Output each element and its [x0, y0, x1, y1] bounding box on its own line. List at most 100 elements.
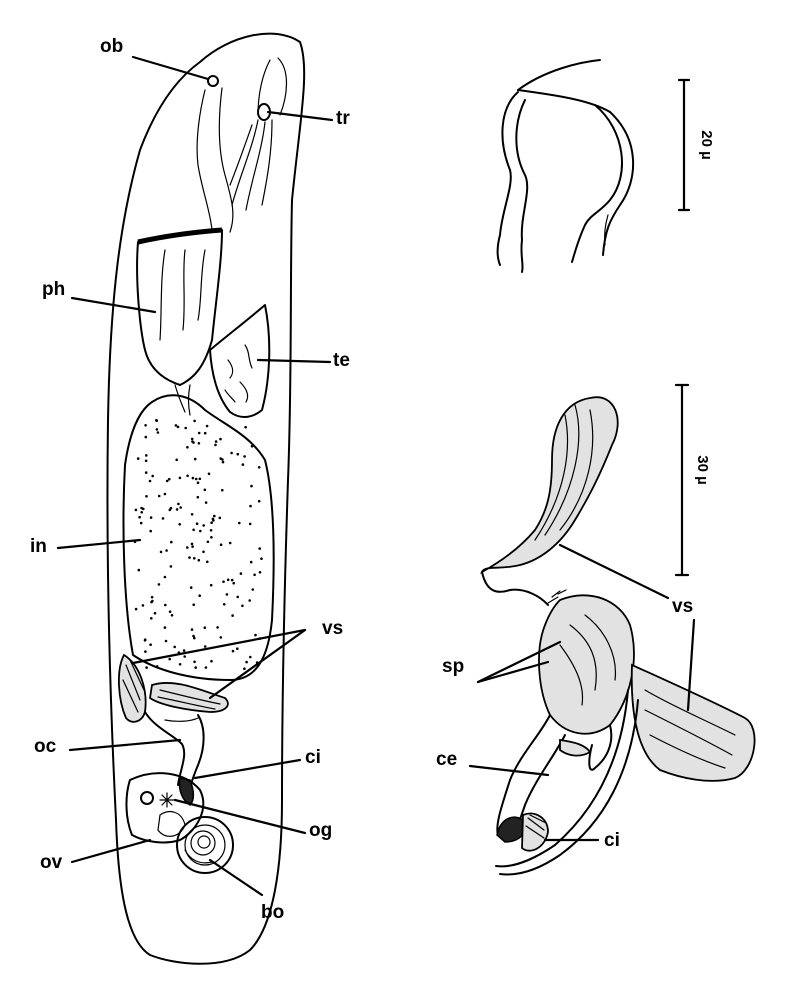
intestine-dot	[218, 516, 222, 520]
intestine-dot	[219, 543, 223, 546]
intestine-dot	[155, 428, 159, 431]
intestine-dots	[133, 418, 263, 670]
intestine-dot	[179, 506, 182, 509]
intestine-dot	[134, 508, 138, 512]
intestine-dot	[231, 614, 234, 617]
intestine-dot	[144, 435, 148, 439]
intestine-dot	[193, 557, 196, 560]
intestine-dot	[178, 476, 182, 480]
label-ob: ob	[100, 36, 123, 57]
intestine-dot	[210, 536, 213, 539]
intestine-dot	[145, 454, 148, 457]
intestine-dot	[190, 628, 194, 631]
intestine-dot	[153, 611, 157, 615]
label-og: og	[309, 820, 332, 841]
intestine-dot	[197, 558, 201, 562]
intestine-dot	[191, 476, 195, 480]
label-ce: ce	[436, 749, 457, 770]
intestine-dot	[136, 457, 140, 460]
body-drawing	[56, 32, 334, 965]
intestine-dot	[221, 488, 224, 492]
intestine-dot	[205, 424, 209, 428]
intestine-dot	[144, 459, 148, 463]
intestine-dot	[221, 460, 225, 464]
intestine-dot	[206, 540, 210, 544]
intestine-dot	[206, 560, 209, 564]
intestine-dot	[225, 593, 229, 596]
intestine-dot	[143, 639, 147, 642]
intestine-dot	[144, 424, 147, 427]
intestine-dot	[238, 521, 241, 525]
intestine-dot	[155, 665, 159, 668]
intestine-dot	[190, 437, 194, 441]
intestine-dot	[197, 442, 201, 445]
intestine-dot	[191, 440, 194, 443]
intestine-dot	[168, 477, 171, 481]
intestine-dot	[175, 508, 179, 511]
intestine-dot	[193, 419, 196, 423]
intestine-dot	[226, 578, 230, 582]
intestine-dot	[157, 494, 161, 498]
intestine-dot	[134, 607, 138, 611]
intestine-dot	[249, 655, 252, 659]
intestine-dot	[170, 540, 173, 544]
intestine-dot	[207, 472, 211, 476]
intestine-dot	[236, 595, 239, 599]
intestine-dot	[149, 516, 153, 519]
intestine-dot	[260, 557, 263, 560]
intestine-dot	[186, 474, 189, 478]
intestine-dot	[193, 636, 196, 640]
intestine-dot	[140, 511, 143, 514]
intestine-dot	[163, 492, 167, 496]
intestine-dot	[243, 455, 246, 458]
intestine-dot	[149, 643, 152, 646]
intestine-dot	[183, 655, 186, 658]
intestine-dot	[151, 599, 154, 603]
intestine-dot	[193, 457, 197, 461]
intestine-dot	[258, 571, 262, 574]
intestine-dot	[214, 443, 217, 447]
intestine-dot	[150, 595, 154, 599]
intestine-dot	[170, 614, 174, 617]
intestine-dot	[203, 645, 207, 648]
ob-organ	[207, 75, 219, 87]
ov-organ	[125, 772, 205, 844]
intestine-dot	[144, 471, 148, 474]
intestine-dot	[232, 581, 235, 585]
intestine-dot	[184, 426, 187, 430]
intestine-dot	[168, 610, 172, 613]
intestine-dot	[159, 550, 163, 554]
intestine-dot	[230, 578, 234, 582]
intestine-dot	[192, 634, 195, 638]
intestine-dot	[137, 568, 141, 572]
intestine-dot	[190, 542, 194, 546]
intestine-dot	[165, 549, 168, 552]
intestine-dot	[198, 594, 201, 597]
intestine-dot	[257, 499, 261, 503]
intestine-dot	[186, 446, 189, 449]
intestine-dot	[211, 517, 215, 521]
intestine-dot	[202, 524, 205, 527]
intestine-dot	[203, 626, 207, 629]
intestine-dot	[219, 636, 223, 639]
ci-left-organ	[178, 777, 195, 806]
intestine-dot	[163, 626, 167, 629]
intestine-dot	[203, 488, 207, 492]
scale-bar-bottom: 30 µ	[674, 383, 711, 577]
intestine-dot	[196, 495, 200, 499]
label-vs-left: vs	[322, 618, 343, 639]
intestine-dot	[236, 452, 240, 456]
intestine-dot	[244, 425, 247, 429]
intestine-dot	[248, 522, 252, 526]
intestine-dot	[203, 431, 207, 435]
intestine-dot	[239, 572, 243, 575]
intestine-dot	[194, 666, 197, 669]
intestine-dot	[219, 437, 222, 441]
og-organ	[140, 791, 175, 808]
detail-top	[496, 59, 635, 273]
intestine-dot	[228, 541, 232, 545]
label-bo: bo	[261, 902, 284, 923]
intestine-dot	[257, 466, 261, 469]
intestine-dot	[177, 502, 180, 506]
